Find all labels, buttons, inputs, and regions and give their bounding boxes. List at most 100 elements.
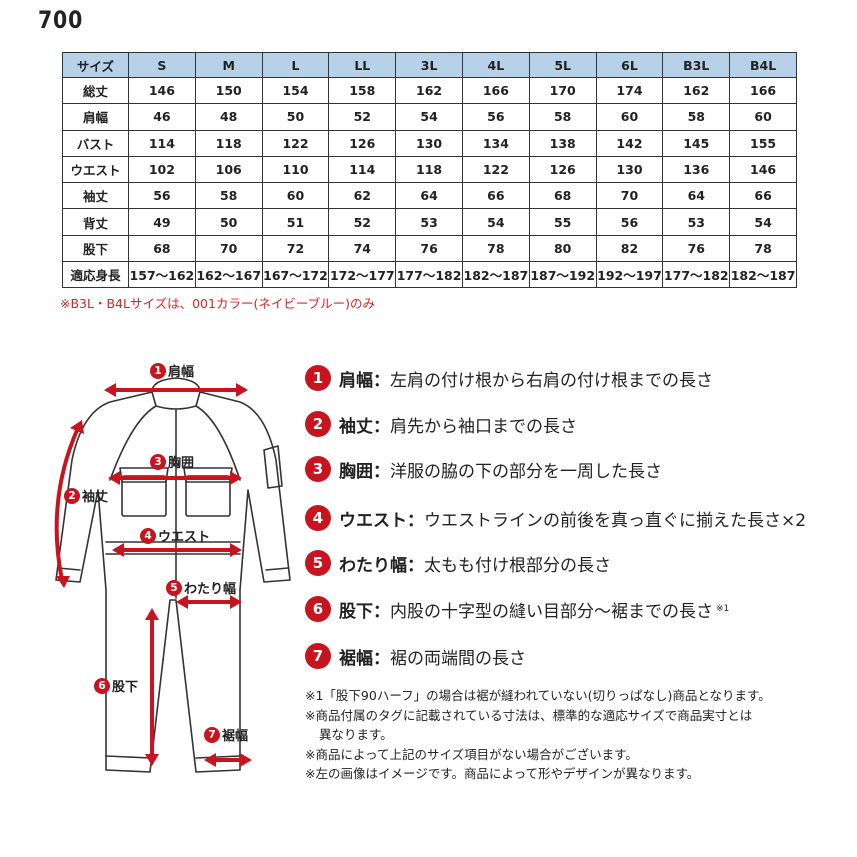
table-cell: 70: [595, 182, 664, 210]
table-cell: 54: [395, 103, 463, 131]
table-cell: 162～167: [194, 261, 263, 289]
table-cell: 118: [395, 155, 463, 184]
number-badge-icon: 1: [150, 362, 166, 379]
table-cell: 114: [328, 155, 397, 184]
table-cell: 106: [194, 155, 263, 184]
table-cell: 48: [194, 103, 263, 131]
table-cell: 78: [461, 234, 530, 263]
table-cell: 166: [729, 76, 797, 105]
number-badge-icon: 7: [204, 726, 220, 743]
table-cell: 78: [729, 234, 797, 263]
table-cell: 170: [528, 76, 597, 105]
table-cell: 122: [461, 155, 530, 184]
table-cell: 177～182: [662, 261, 731, 289]
table-cell: 60: [261, 182, 330, 210]
number-badge-icon: 4: [305, 505, 331, 531]
header-size-b4l: B4L: [729, 52, 797, 78]
table-cell: 54: [461, 208, 530, 236]
legend-item-inseam: 6 股下： 内股の十字型の縫い目部分～裾までの長さ ※1: [305, 596, 729, 622]
row-label: 袖丈: [62, 182, 129, 210]
coverall-illustration: [54, 377, 291, 773]
row-label: 適応身長: [62, 261, 129, 289]
number-badge-icon: 2: [305, 411, 331, 437]
legend-item-chest: 3 胸囲： 洋服の脇の下の部分を一周した長さ: [305, 456, 662, 482]
table-cell: 56: [595, 208, 664, 236]
table-cell: 155: [729, 129, 797, 157]
diagram-label-6: 6 股下: [94, 676, 138, 695]
number-badge-icon: 6: [94, 677, 110, 694]
row-label: ウエスト: [62, 155, 129, 184]
table-cell: 76: [395, 234, 463, 263]
table-cell: 177～182: [395, 261, 463, 289]
number-badge-icon: 1: [305, 365, 331, 391]
table-cell: 158: [328, 76, 397, 105]
table-cell: 68: [128, 234, 196, 263]
table-cell: 68: [528, 182, 597, 210]
model-number: 700: [38, 6, 84, 34]
table-cell: 130: [395, 129, 463, 157]
table-cell: 53: [662, 208, 731, 236]
table-cell: 118: [194, 129, 263, 157]
row-label: 総丈: [62, 76, 129, 105]
table-cell: 50: [261, 103, 330, 131]
legend-item-thigh: 5 わたり幅： 太もも付け根部分の長さ: [305, 550, 611, 576]
table-cell: 80: [528, 234, 597, 263]
table-cell: 182～187: [729, 261, 797, 289]
table-cell: 62: [328, 182, 397, 210]
table-cell: 66: [461, 182, 530, 210]
number-badge-icon: 2: [64, 487, 80, 504]
table-cell: 56: [128, 182, 196, 210]
table-cell: 126: [528, 155, 597, 184]
table-cell: 74: [328, 234, 397, 263]
diagram-label-5: 5 わたり幅: [166, 578, 236, 597]
header-size-ll: LL: [328, 52, 397, 78]
header-size-3l: 3L: [395, 52, 463, 78]
table-cell: 154: [261, 76, 330, 105]
header-size-label: サイズ: [62, 52, 129, 78]
table-cell: 142: [595, 129, 664, 157]
number-badge-icon: 7: [305, 643, 331, 669]
table-cell: 172～177: [328, 261, 397, 289]
table-cell: 134: [461, 129, 530, 157]
row-label: バスト: [62, 129, 129, 157]
table-cell: 146: [128, 76, 196, 105]
table-cell: 110: [261, 155, 330, 184]
table-cell: 58: [528, 103, 597, 131]
table-cell: 122: [261, 129, 330, 157]
table-cell: 146: [729, 155, 797, 184]
table-cell: 60: [729, 103, 797, 131]
header-size-5l: 5L: [528, 52, 597, 78]
header-size-m: M: [194, 52, 263, 78]
table-cell: 162: [662, 76, 731, 105]
row-label: 肩幅: [62, 103, 129, 131]
table-cell: 162: [395, 76, 463, 105]
table-cell: 82: [595, 234, 664, 263]
header-size-4l: 4L: [461, 52, 530, 78]
header-size-s: S: [128, 52, 196, 78]
table-cell: 182～187: [461, 261, 530, 289]
footnotes: ※1「股下90ハーフ」の場合は裾が縫われていない(切りっぱなし)商品となります。…: [305, 686, 825, 784]
table-cell: 102: [128, 155, 196, 184]
table-cell: 66: [729, 182, 797, 210]
table-cell: 145: [662, 129, 731, 157]
table-cell: 126: [328, 129, 397, 157]
table-cell: 130: [595, 155, 664, 184]
table-cell: 150: [194, 76, 263, 105]
diagram-label-1: 1 肩幅: [150, 361, 194, 380]
table-cell: 136: [662, 155, 731, 184]
header-size-l: L: [261, 52, 330, 78]
number-badge-icon: 5: [305, 550, 331, 576]
table-cell: 54: [729, 208, 797, 236]
table-cell: 157～162: [128, 261, 196, 289]
footnote-2-cont: 異なります。: [319, 727, 393, 742]
table-cell: 138: [528, 129, 597, 157]
